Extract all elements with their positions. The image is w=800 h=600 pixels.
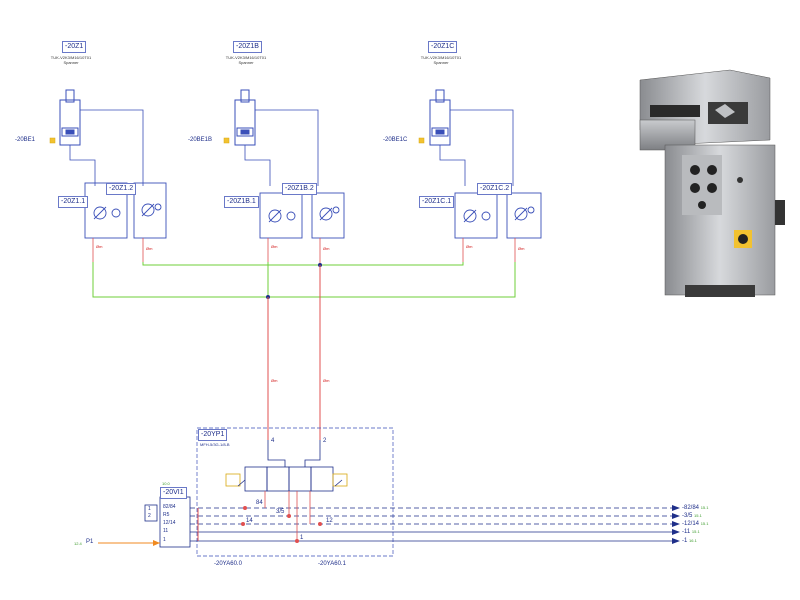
manifold-row: 11 [163,528,169,534]
cylinder-tag: -20Z1C [428,41,458,53]
sensor-label: -20BE1C [383,137,408,143]
cylinder-desc: Spanner [238,60,254,65]
output-ref: 16.1 [689,538,697,543]
manifold-row: 12/14 [163,520,176,526]
valve-type: MFH-5/3G-1/8-B [200,442,230,447]
manifold-row: 82/84 [163,504,176,510]
throttle-tag: -20Z1.2 [106,183,137,195]
hose-label: Øm [323,246,330,251]
cylinder-20z1c [429,89,451,146]
valve-port-4: 4 [271,438,275,444]
output-label-text: -3/5 [682,513,693,519]
solenoid-left-label: -20YA60.0 [214,561,242,567]
output-label-text: -1 [682,538,688,544]
hose-label: Øm [146,246,153,251]
manifold-row: 1 [163,537,166,543]
gripper-product-image [639,69,785,297]
solenoid-right-label: -20YA60.1 [318,561,346,567]
throttle-tag: -20Z1B.2 [282,183,317,195]
supply-label: P1 [86,539,94,545]
valve-frame [196,427,394,557]
output-label-text: -12/14 [682,521,700,527]
cylinder-20z1b [234,89,256,146]
throttle-tag: -20Z1.1 [58,196,89,208]
valve-5-3 [225,440,348,492]
hose-label: Øm [518,246,525,251]
output-label: -1 16.1 [682,537,697,545]
hose-label: Øm [96,244,103,249]
throttle-tag: -20Z1B.1 [224,196,259,208]
output-ref: 15.1 [700,521,709,526]
throttle-tag: -20Z1C.2 [477,183,513,195]
sensor-label: -20BE1B [188,137,213,143]
throttle-tag: -20Z1C.1 [419,196,455,208]
port-number: 12 [326,518,333,524]
manifold-side-num: 1 [148,506,151,512]
cylinder-desc: Spanner [63,60,79,65]
manifold-ref: 10.0 [162,481,170,486]
cylinder-tag: -20Z1B [233,41,262,53]
cylinder-tag: -20Z1 [62,41,87,53]
output-ref: 15.1 [694,513,702,518]
port-number: 3/5 [276,509,285,515]
port-number: 84 [256,500,263,506]
hose-label: Øm [271,244,278,249]
cylinder-type: TUK-V2K3/M16/10T01 [225,55,267,60]
manifold-row: R5 [163,512,170,518]
cylinder-desc: Spanner [433,60,449,65]
cylinder-type: TUK-V2K3/M16/10T01 [420,55,462,60]
output-ref: 15.1 [691,529,700,534]
valve-port-2: 2 [323,438,327,444]
throttle-valves [84,182,542,239]
hose-label: Øm [271,378,278,383]
manifold-block [144,496,673,548]
cylinder-type: TUK-V2K3/M16/10T01 [50,55,92,60]
cylinder-20z1 [59,89,81,146]
hose-label: Øm [466,244,473,249]
valve-tag: -20YP1 [198,429,228,441]
hose-label: Øm [323,378,330,383]
output-label-text: -11 [682,529,691,535]
output-label: -12/14 15.1 [682,520,708,528]
output-label: -11 15.1 [682,528,700,536]
output-ref: 15.1 [700,505,709,510]
output-label: -82/84 15.1 [682,504,708,512]
sensor-label: -20BE1 [15,137,36,143]
manifold-side-num: 2 [148,513,151,519]
output-label-text: -82/84 [682,505,700,511]
output-label: -3/5 15.1 [682,512,702,520]
supply-ref: 12.4 [74,541,82,546]
manifold-tag: -20VI1 [160,487,187,499]
port-number: 1 [300,535,304,541]
port-number: 14 [246,518,253,524]
